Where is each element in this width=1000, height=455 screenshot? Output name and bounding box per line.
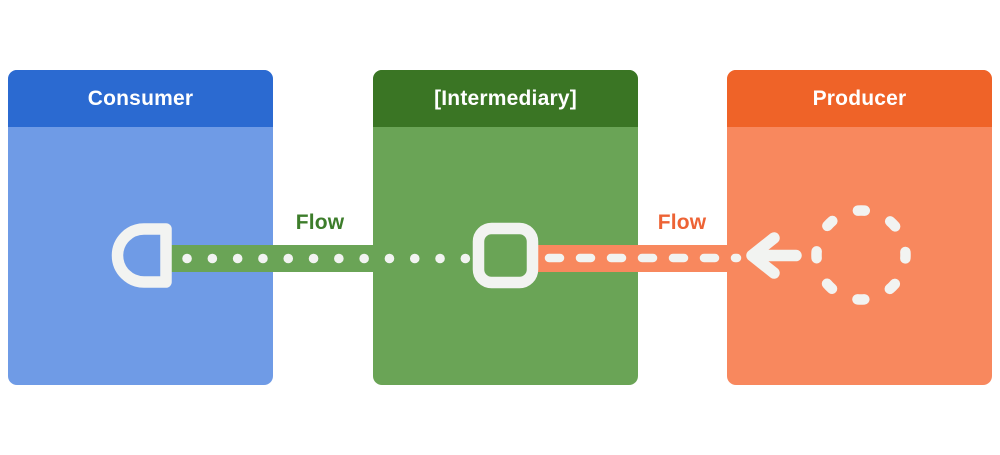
node-consumer-title: Consumer [87,86,194,110]
node-consumer-header: Consumer [8,70,273,127]
node-consumer: Consumer [8,70,273,385]
node-producer: Producer [727,70,992,385]
flow-label-consumer: Flow [295,211,345,234]
node-intermediary-header: [Intermediary] [373,70,638,127]
node-intermediary-title: [Intermediary] [434,86,577,110]
node-producer-title: Producer [812,86,907,110]
node-intermediary: [Intermediary] [373,70,638,385]
flow-label-producer: Flow [657,211,707,234]
node-producer-header: Producer [727,70,992,127]
